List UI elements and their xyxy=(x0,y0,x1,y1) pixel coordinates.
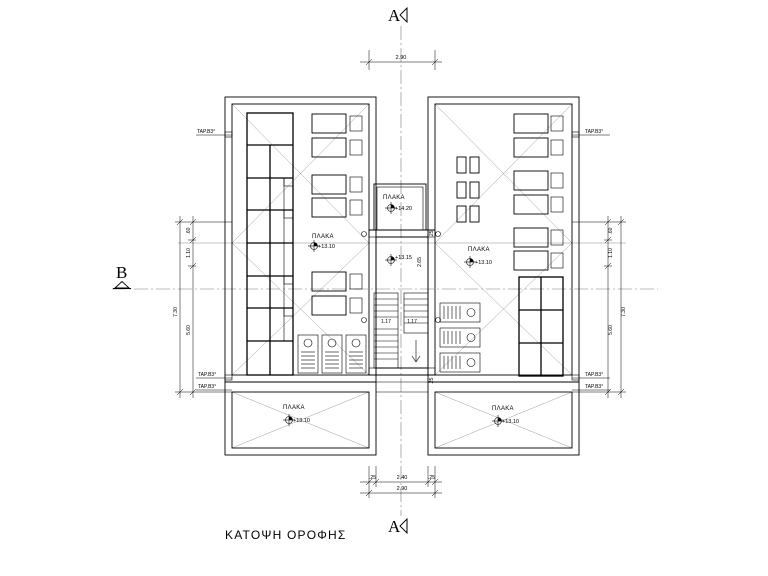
left-panel-array xyxy=(246,112,294,376)
section-mark-top: A xyxy=(388,6,401,25)
stair-core-walls xyxy=(361,229,441,393)
right-roof-level: +13.10 xyxy=(475,260,492,266)
elevation-marker-icon xyxy=(385,202,397,214)
section-axis-lines xyxy=(112,26,658,516)
left-balcony-level: +13.10 xyxy=(293,418,310,424)
tank-roof-label: ΠΛΑΚΑ xyxy=(383,195,405,201)
drain-label: TAP.B3° xyxy=(198,384,216,390)
right-panel-array xyxy=(518,276,564,377)
right-middle-dimension: 1.10 xyxy=(608,248,614,258)
left-roof-level: +13.10 xyxy=(318,244,335,250)
core-top-wall-dimension: .25 xyxy=(429,230,435,237)
bottom-right-wall-dimension: .25 xyxy=(428,475,435,481)
left-roof-label: ΠΛΑΚΑ xyxy=(312,234,334,240)
drain-label: TAP.B3° xyxy=(585,129,603,135)
right-dimension-lines xyxy=(572,216,626,398)
staircase xyxy=(373,292,429,369)
roof-slope-lines xyxy=(231,103,573,449)
left-balcony-walls xyxy=(224,381,377,456)
stair-left-dimension: 1.17 xyxy=(381,319,391,325)
core-depth-dimension: 2.65 xyxy=(417,257,423,267)
elevation-marker-icon xyxy=(283,414,295,426)
right-water-heaters xyxy=(439,302,481,373)
bottom-left-wall-dimension: .25 xyxy=(369,475,376,481)
right-vent-boxes xyxy=(456,156,480,223)
top-dimension-line xyxy=(360,50,442,70)
right-roof-label: ΠΛΑΚΑ xyxy=(468,247,490,253)
tank-roof-level: +14.20 xyxy=(395,206,412,212)
right-upper-dimension: .60 xyxy=(608,227,614,234)
left-upper-dimension: .60 xyxy=(186,227,192,234)
bottom-dimension-lines xyxy=(360,466,442,498)
left-overall-dimension: 7.30 xyxy=(173,307,179,317)
section-mark-left: B xyxy=(116,263,127,282)
bottom-inner-dimension: 2.40 xyxy=(397,475,408,481)
elevation-marker-icon xyxy=(492,415,504,427)
drain-label: TAP.B3° xyxy=(585,372,603,378)
left-lower-dimension: 5.60 xyxy=(186,325,192,335)
right-balcony-level: +13.10 xyxy=(502,419,519,425)
section-arrow-icon xyxy=(113,280,131,289)
bottom-overall-dimension: 2.90 xyxy=(397,486,408,492)
section-mark-bottom: A xyxy=(388,517,401,536)
section-arrow-icon xyxy=(399,6,408,24)
right-overall-dimension: 7.30 xyxy=(621,307,627,317)
left-equipment-units xyxy=(311,113,363,316)
right-balcony-walls xyxy=(427,381,580,456)
right-balcony-label: ΠΛΑΚΑ xyxy=(492,406,514,412)
core-bottom-wall-dimension: .25 xyxy=(429,377,435,384)
drain-label: TAP.B3° xyxy=(585,384,603,390)
top-overall-dimension: 2.90 xyxy=(396,55,407,61)
elevation-marker-icon xyxy=(385,254,397,266)
drawing-title: ΚΑΤΟΨΗ ΟΡΟΦΗΣ xyxy=(225,528,347,542)
drain-label: TAP.B3° xyxy=(198,372,216,378)
elevation-marker-icon xyxy=(464,256,476,268)
right-equipment-units xyxy=(513,113,564,271)
section-arrow-icon xyxy=(399,517,408,535)
stair-right-dimension: 1.17 xyxy=(407,319,417,325)
drain-label: TAP.B3° xyxy=(197,129,215,135)
left-middle-dimension: 1.10 xyxy=(186,248,192,258)
right-lower-dimension: 5.60 xyxy=(608,325,614,335)
elevation-marker-icon xyxy=(308,240,320,252)
left-dimension-lines xyxy=(175,216,232,398)
stair-core-level: +13.15 xyxy=(395,255,412,261)
left-balcony-label: ΠΛΑΚΑ xyxy=(283,405,305,411)
drain-leader-lines xyxy=(196,131,610,391)
left-water-heaters xyxy=(297,334,367,374)
